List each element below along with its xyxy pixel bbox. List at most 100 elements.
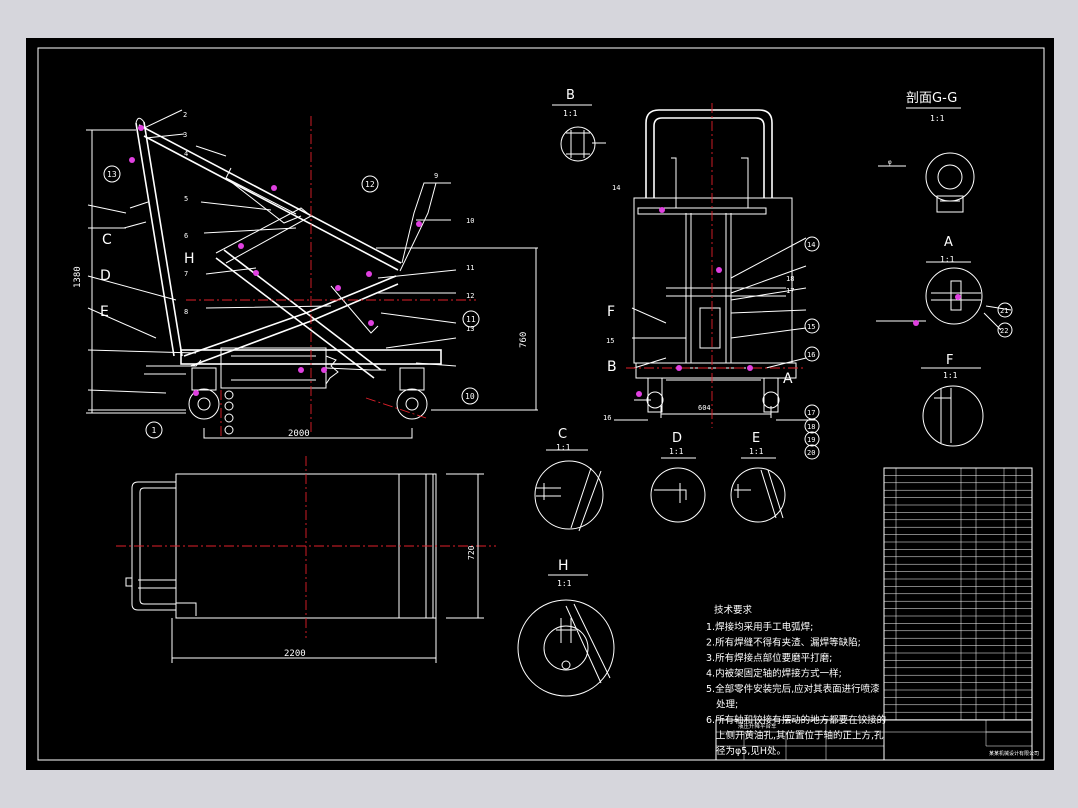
view-e-scale: 1:1: [749, 447, 764, 456]
front-balloon-20: 20: [807, 449, 815, 457]
balloon-circle: [361, 175, 379, 193]
front-part-number-15: 15: [606, 337, 614, 345]
front-balloon-17: 17: [807, 409, 815, 417]
side-view: [86, 109, 538, 439]
title-block: [715, 719, 1033, 761]
detail-a-balloon-21: 21: [1000, 307, 1008, 315]
view-g-label: 剖面G-G: [906, 91, 957, 106]
detail-h: [517, 574, 615, 697]
balloon-circle: [804, 444, 820, 460]
balloon-circle: [462, 310, 480, 328]
view-b-scale: 1:1: [563, 109, 578, 118]
side-part-number-4: 4: [184, 150, 188, 158]
tech-item-1: 2.所有焊缝不得有夹渣、漏焊等缺陷;: [706, 637, 861, 649]
tech-item-7: 上侧开黄油孔,其位置位于轴的正上方,孔: [716, 730, 884, 742]
balloon-circle: [804, 418, 820, 434]
top-platform: [138, 124, 402, 271]
handle-bar: [135, 121, 183, 357]
side-part-number-10: 10: [466, 217, 474, 225]
side-part-number-11: 11: [466, 264, 474, 272]
title-block-company: 某某机械设计有限公司: [989, 750, 1039, 757]
detail-f: [921, 367, 984, 447]
side-part-number-8: 8: [184, 308, 188, 316]
tech-item-3: 4.内被架固定轴的焊接方式一样;: [706, 668, 842, 680]
side-part-number-12: 12: [466, 292, 474, 300]
balloon-circle: [804, 431, 820, 447]
tech-title: 技术要求: [714, 604, 753, 616]
dim-760-line: [376, 247, 538, 411]
front-handle: [645, 109, 773, 198]
side-part-number-6: 6: [184, 232, 188, 240]
dim-720: 720: [467, 545, 476, 560]
spring: [325, 355, 339, 385]
balloon-circle: [997, 302, 1013, 318]
dim-1380: 1380: [73, 266, 83, 288]
front-part-number-17: 17: [786, 287, 794, 295]
front-letter-a: A: [783, 371, 793, 387]
dim-760: 760: [519, 332, 529, 348]
balloon-circle: [804, 318, 820, 334]
detail-a-balloon-22: 22: [1000, 327, 1008, 335]
detail-d: [650, 457, 706, 523]
rear-wheel: [396, 388, 428, 420]
side-part-number-7: 7: [184, 270, 188, 278]
front-balloon-18: 18: [807, 423, 815, 431]
view-d-scale: 1:1: [669, 447, 684, 456]
front-balloon-15: 15: [807, 323, 815, 331]
balloon-circle: [804, 346, 820, 362]
hydraulic-cylinder: [220, 347, 327, 389]
view-e-label: E: [752, 431, 760, 446]
side-part-number-2: 2: [183, 111, 187, 119]
detail-e: [730, 457, 786, 523]
balloon-circle: [804, 236, 820, 252]
top-view: [116, 456, 496, 663]
view-f-scale: 1:1: [943, 371, 958, 380]
detail-c: [534, 449, 604, 532]
inner-border: [37, 47, 1045, 761]
balloon-circle: [461, 387, 479, 405]
front-part-number-14: 14: [612, 184, 620, 192]
front-part-number-18: 18: [786, 275, 794, 283]
side-part-number-9: 9: [434, 172, 438, 180]
bom-table: [883, 467, 1033, 721]
side-balloon-11: 11: [466, 315, 476, 324]
view-d-label: D: [672, 431, 682, 446]
dim-2200-line: [171, 618, 437, 663]
side-balloon-1: 1: [152, 426, 157, 435]
side-balloon-13: 13: [107, 170, 117, 179]
dim-720-line: [446, 473, 484, 619]
detail-a-labels: 21 22: [997, 302, 1013, 338]
scissor-link-2: [183, 275, 399, 367]
front-balloon-16: 16: [807, 351, 815, 359]
front-wheel: [188, 388, 220, 420]
balloon-circle: [103, 165, 121, 183]
side-part-number-3: 3: [183, 131, 187, 139]
detail-b: [552, 104, 606, 162]
side-balloon-12: 12: [365, 180, 375, 189]
side-part-number-5: 5: [184, 195, 188, 203]
view-h-scale: 1:1: [557, 579, 572, 588]
tech-item-2: 3.所有焊接点部位要磨平打磨;: [706, 652, 832, 664]
view-g-scale: 1:1: [930, 114, 945, 123]
side-letter-h: H: [184, 251, 195, 267]
view-a-scale: 1:1: [940, 255, 955, 264]
front-balloon-19: 19: [807, 436, 815, 444]
dim-604: 604: [698, 404, 711, 412]
front-view: [614, 103, 816, 428]
view-c-scale: 1:1: [556, 443, 571, 452]
svg-text:φ: φ: [888, 159, 892, 166]
view-b-label: B: [566, 88, 575, 103]
front-part-number-16: 16: [603, 414, 611, 422]
scissor-link-1: [215, 249, 382, 379]
detail-a: [876, 261, 1012, 331]
balloon-circle: [145, 421, 163, 439]
view-a-label: A: [944, 235, 953, 250]
view-f-label: F: [946, 353, 953, 368]
tech-item-8: 径为φ5,见H处。: [716, 745, 786, 757]
dim-2000: 2000: [288, 429, 310, 439]
front-balloon-14: 14: [807, 241, 815, 249]
